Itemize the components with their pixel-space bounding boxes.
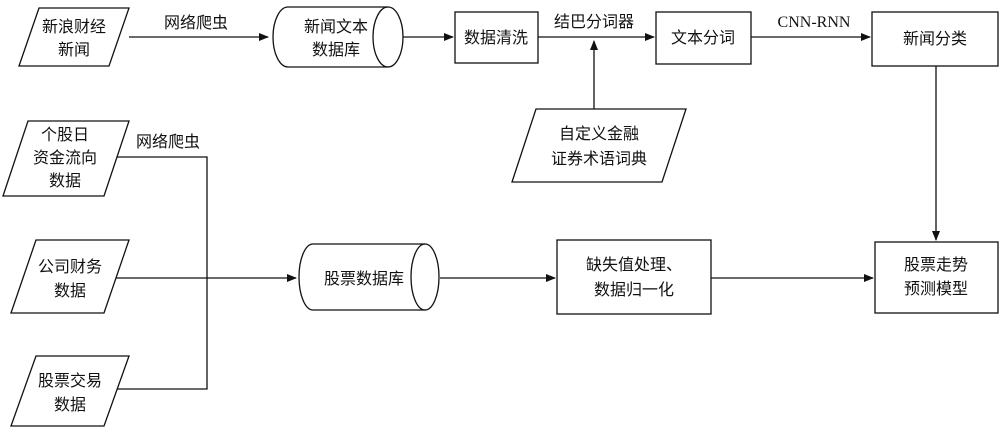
node-line: 新闻 xyxy=(58,40,90,59)
node-line: 股票交易 xyxy=(38,371,102,390)
connectors xyxy=(111,33,940,390)
node-line: 证券术语词典 xyxy=(551,149,647,168)
node-custom-dictionary: 自定义金融 证券术语词典 xyxy=(511,108,687,183)
node-line: 股票数据库 xyxy=(324,269,404,288)
node-line: 数据库 xyxy=(312,40,360,59)
node-line: 资金流向 xyxy=(33,148,97,167)
node-sina-news: 新浪财经 新闻 xyxy=(18,7,130,67)
node-line: 自定义金融 xyxy=(559,124,639,143)
node-line: 新闻文本 xyxy=(304,17,368,36)
database-cylinder-edge xyxy=(410,243,426,311)
node-missing-value-processing: 缺失值处理、 数据归一化 xyxy=(556,239,712,315)
node-company-finance-data: 公司财务 数据 xyxy=(10,239,130,314)
edge-stock-data-bus xyxy=(111,156,208,390)
process-box xyxy=(655,11,752,65)
node-line: 数据 xyxy=(54,281,86,300)
node-line: 新闻分类 xyxy=(903,29,967,48)
node-stock-database: 股票数据库 xyxy=(298,243,440,311)
database-cylinder-edge xyxy=(372,6,389,68)
data-parallelogram xyxy=(18,7,130,67)
node-stock-prediction-model: 股票走势 预测模型 xyxy=(874,241,999,314)
node-line: 新浪财经 xyxy=(42,17,106,36)
node-fund-flow-data: 个股日 资金流向 数据 xyxy=(2,120,130,197)
node-line: 股票走势 xyxy=(904,255,968,274)
node-text-segmentation: 文本分词 xyxy=(655,11,752,65)
node-news-text-db: 新闻文本 数据库 xyxy=(272,6,404,68)
process-box xyxy=(874,241,999,314)
node-line: 预测模型 xyxy=(904,279,968,298)
data-parallelogram xyxy=(10,239,130,314)
process-box xyxy=(871,11,999,67)
process-box xyxy=(556,239,712,315)
data-parallelogram xyxy=(2,120,130,197)
node-news-classification: 新闻分类 xyxy=(871,11,999,67)
node-line: 文本分词 xyxy=(671,28,735,47)
data-parallelogram xyxy=(511,108,687,183)
label-crawler-left: 网络爬虫 xyxy=(136,132,200,151)
label-crawler-top: 网络爬虫 xyxy=(164,13,228,32)
data-parallelogram xyxy=(10,355,130,427)
node-line: 数据归一化 xyxy=(594,280,674,299)
node-data-cleaning: 数据清洗 xyxy=(454,11,539,64)
node-stock-trade-data: 股票交易 数据 xyxy=(10,355,130,427)
label-jieba-segmenter: 结巴分词器 xyxy=(554,12,634,31)
label-cnn-rnn: CNN-RNN xyxy=(778,14,851,31)
node-line: 数据清洗 xyxy=(464,28,528,47)
process-box xyxy=(454,11,539,64)
node-line: 公司财务 xyxy=(38,257,102,276)
node-line: 个股日 xyxy=(41,125,89,144)
node-line: 数据 xyxy=(49,171,81,190)
node-line: 数据 xyxy=(54,395,86,414)
node-line: 缺失值处理、 xyxy=(586,255,682,274)
